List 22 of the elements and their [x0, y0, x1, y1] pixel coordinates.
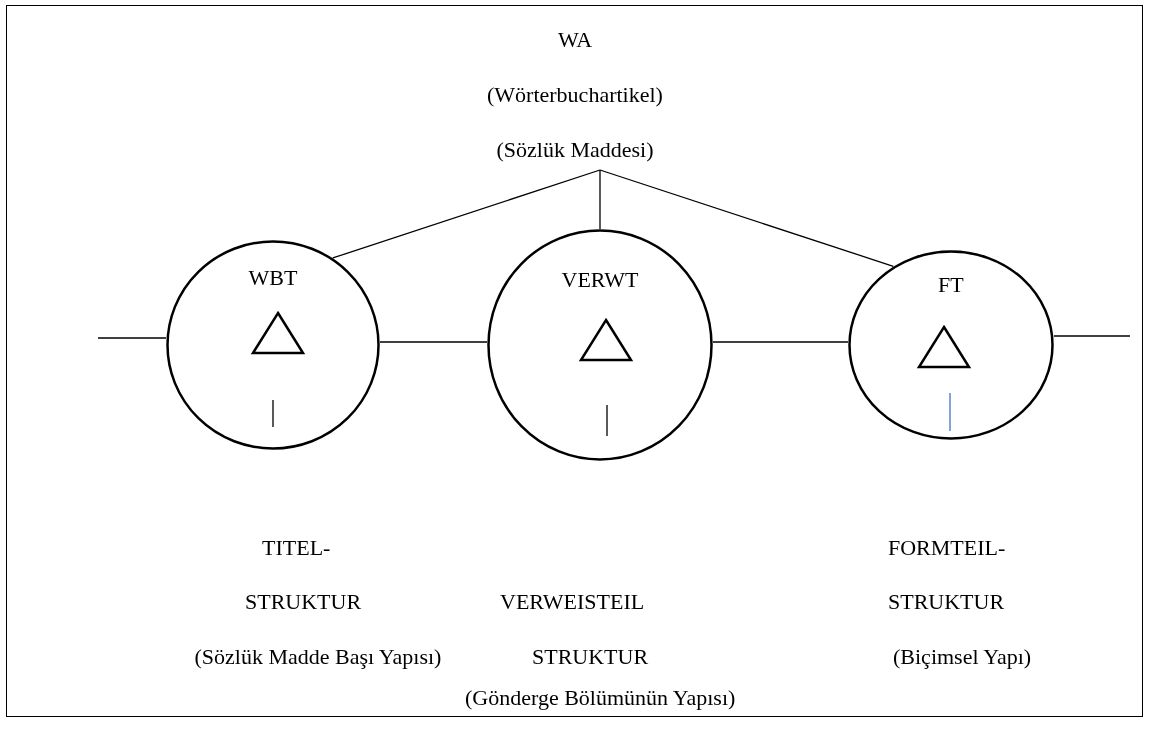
node-label: WBT	[248, 265, 298, 291]
connector-line	[599, 169, 894, 267]
structure-label: STRUKTUR	[532, 644, 649, 670]
node-label: VERWT	[561, 267, 639, 293]
subheading-text: (Sözlük Maddesi)	[496, 137, 654, 163]
structure-label: (Sözlük Madde Başı Yapısı)	[194, 644, 442, 670]
connector-line	[1053, 335, 1131, 337]
structure-label: TITEL-	[262, 535, 331, 561]
subheading-text: (Wörterbuchartikel)	[487, 82, 663, 108]
structure-label: VERWEISTEIL	[500, 589, 645, 615]
connector-line	[712, 341, 849, 343]
connector-line	[97, 337, 167, 339]
structure-label: STRUKTUR	[888, 589, 1005, 615]
connector-line	[379, 341, 488, 343]
connector-line	[599, 169, 601, 230]
heading-text: WA	[558, 27, 593, 53]
structure-label: (Biçimsel Yapı)	[893, 644, 1032, 670]
structure-label: FORMTEIL-	[888, 535, 1006, 561]
node-label: FT	[938, 272, 964, 298]
structure-label: (Gönderge Bölümünün Yapısı)	[465, 685, 736, 711]
structure-label: STRUKTUR	[245, 589, 362, 615]
connector-line	[332, 169, 601, 259]
